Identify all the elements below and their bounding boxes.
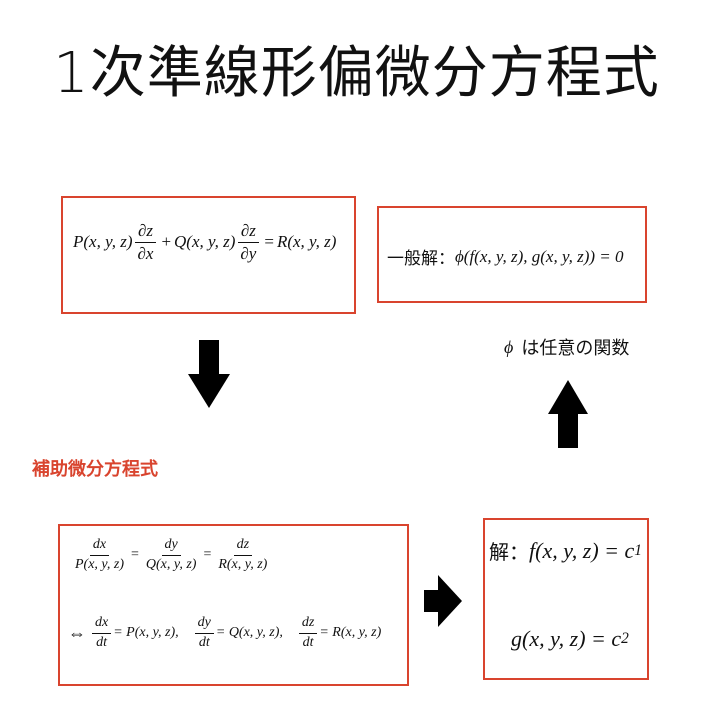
pde-R-term: R(x, y, z) (276, 232, 337, 252)
general-solution-label: 一般解： (387, 249, 455, 269)
aux-eq-1: = (130, 547, 139, 563)
down-arrow-icon (188, 340, 230, 408)
aux-dz-over-R: dz R(x, y, z) (215, 537, 270, 572)
aux-dz-dt: dz dt (298, 615, 318, 650)
solution-g-expression: g(x, y, z) = c (511, 626, 622, 651)
pde-P-term: P(x, y, z) (73, 232, 133, 252)
pde-dz-dy: ∂z ∂y (237, 222, 259, 263)
aux-dz-2: dz (298, 615, 318, 634)
aux-dx-dt: dx dt (92, 615, 112, 650)
aux-dt-2: dt (198, 634, 210, 650)
auxiliary-equation-label: 補助微分方程式 (32, 459, 158, 480)
up-arrow-icon (548, 380, 588, 448)
aux-dt-1: dt (96, 634, 108, 650)
aux-dy: dy (161, 537, 181, 556)
pde-dx-denominator: ∂x (137, 243, 154, 263)
general-solution-box: 一般解： ϕ(f(x, y, z), g(x, y, z)) = 0 (377, 206, 647, 303)
aux-eq-2: = (203, 547, 212, 563)
general-solution-row: 一般解： ϕ(f(x, y, z), g(x, y, z)) = 0 (387, 244, 624, 270)
phi-symbol: ϕ (504, 336, 514, 357)
solution-f-expression: f(x, y, z) = c (529, 537, 635, 563)
solution-g-subscript: 2 (621, 630, 629, 647)
aux-R-eq: = R(x, y, z) (319, 625, 382, 641)
aux-parametric-row: ⇔ dx dt = P(x, y, z), dy dt = Q(x, y, z)… (68, 615, 382, 650)
aux-P: P(x, y, z) (75, 556, 124, 572)
phi-note-text: は任意の関数 (521, 338, 630, 359)
general-solution-expression: ϕ(f(x, y, z), g(x, y, z)) = 0 (455, 246, 624, 266)
aux-dy-2: dy (194, 615, 214, 634)
aux-dt-3: dt (302, 634, 314, 650)
pde-plus: + (161, 232, 172, 252)
pde-dy-denominator: ∂y (240, 243, 257, 263)
aux-dx-2: dx (92, 615, 112, 634)
pde-dz-numerator-2: ∂z (237, 222, 259, 243)
pde-Q-term: Q(x, y, z) (174, 232, 236, 252)
aux-dy-dt: dy dt (194, 615, 214, 650)
aux-ratio-row: dx P(x, y, z) = dy Q(x, y, z) = dz R(x, … (70, 537, 272, 572)
pde-dz-dx: ∂z ∂x (134, 222, 156, 263)
aux-Q: Q(x, y, z) (145, 556, 197, 572)
iff-symbol: ⇔ (68, 622, 86, 643)
pde-box: P(x, y, z) ∂z ∂x + Q(x, y, z) ∂z ∂y = R(… (61, 196, 356, 314)
solution-f-subscript: 1 (634, 541, 642, 559)
aux-dz: dz (233, 537, 253, 556)
aux-P-eq: = P(x, y, z), (113, 625, 179, 641)
phi-note: ϕ は任意の関数 (504, 334, 629, 360)
pde-equation: P(x, y, z) ∂z ∂x + Q(x, y, z) ∂z ∂y = R(… (73, 222, 336, 263)
aux-Q-eq: = Q(x, y, z), (215, 625, 283, 641)
aux-R: R(x, y, z) (218, 556, 268, 572)
solution-label: 解： (489, 540, 529, 564)
aux-dy-over-Q: dy Q(x, y, z) (143, 537, 200, 572)
right-arrow-icon (424, 575, 462, 627)
auxiliary-equations-box: dx P(x, y, z) = dy Q(x, y, z) = dz R(x, … (58, 524, 409, 686)
aux-dx: dx (89, 537, 110, 556)
pde-dz-numerator: ∂z (134, 222, 156, 243)
aux-dx-over-P: dx P(x, y, z) (72, 537, 127, 572)
page-title: 1次準線形偏微分方程式 (53, 41, 660, 106)
pde-equals: = (264, 232, 274, 252)
